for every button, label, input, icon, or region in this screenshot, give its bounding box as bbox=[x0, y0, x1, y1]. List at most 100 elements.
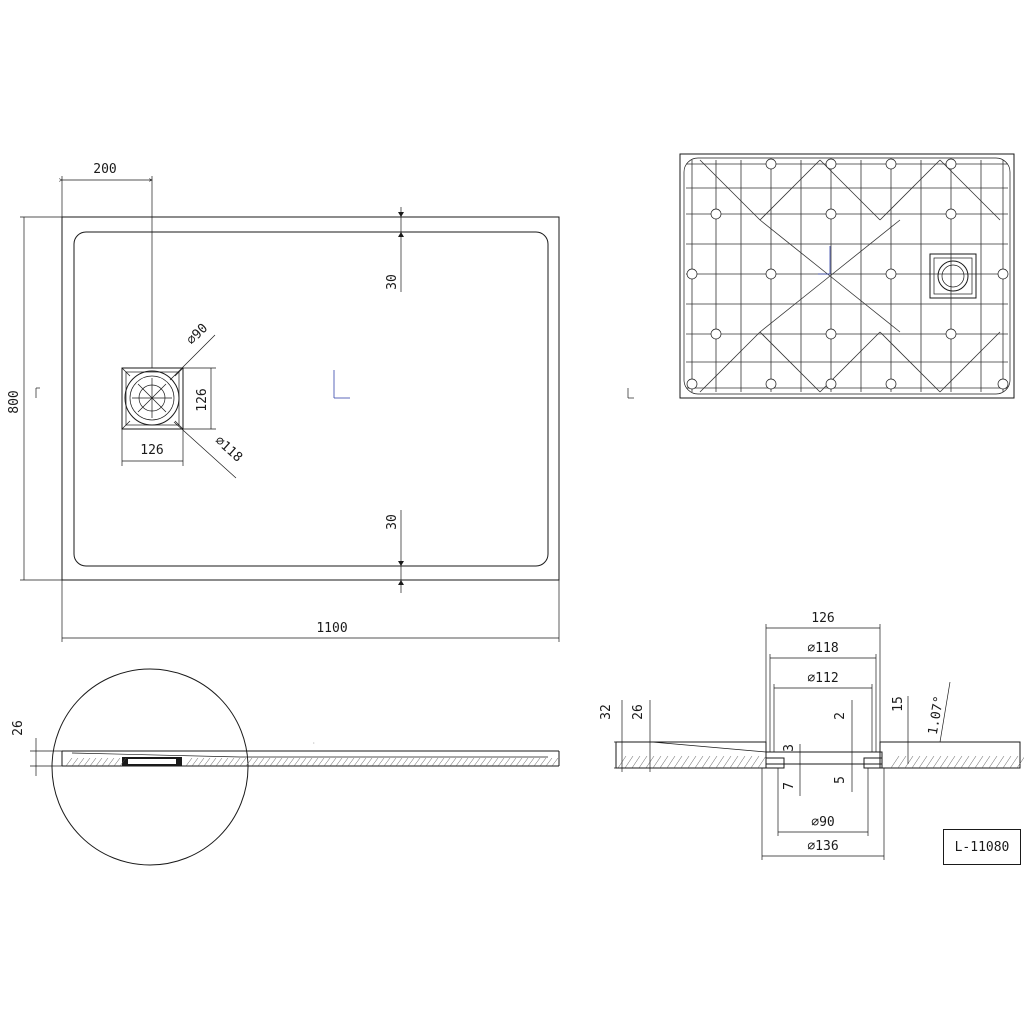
support-boss bbox=[686, 268, 698, 280]
hatch-line bbox=[215, 757, 223, 767]
hatch-line bbox=[551, 757, 559, 767]
hatch-line bbox=[395, 757, 403, 767]
hatch-line bbox=[509, 757, 517, 767]
hatch-line bbox=[65, 757, 73, 767]
hatch-line bbox=[251, 757, 259, 767]
rib-diagonal bbox=[759, 275, 831, 333]
hatch-line bbox=[485, 757, 493, 767]
hatch-line bbox=[694, 755, 704, 769]
hatch-line bbox=[107, 757, 115, 767]
hatch-line bbox=[437, 757, 445, 767]
hatch-line bbox=[245, 757, 253, 767]
dim-90-label: ∅90 bbox=[811, 815, 834, 830]
dim-overall-width: 1100 bbox=[61, 580, 560, 642]
hatch-line bbox=[708, 755, 718, 769]
hatch-line bbox=[1002, 755, 1012, 769]
hatch-line bbox=[293, 757, 301, 767]
hatch-line bbox=[545, 757, 553, 767]
rib-diagonal bbox=[699, 159, 761, 221]
dim-drain-box-width-label: 126 bbox=[140, 443, 163, 458]
tray-outline bbox=[61, 216, 560, 581]
hatch-line bbox=[946, 755, 956, 769]
hatch-line bbox=[431, 757, 439, 767]
support-boss bbox=[945, 328, 957, 340]
hatch-line bbox=[425, 757, 433, 767]
dim-side-thickness: 26 bbox=[11, 720, 62, 776]
hatch-line bbox=[652, 755, 662, 769]
detail-circle bbox=[51, 668, 249, 866]
rib-diagonal bbox=[939, 331, 1001, 393]
hatch-line bbox=[743, 755, 753, 769]
rib-diagonal bbox=[759, 159, 821, 221]
dim-drain-offset: 200 bbox=[62, 162, 152, 368]
support-boss bbox=[885, 158, 897, 170]
hatch-line bbox=[263, 757, 271, 767]
dim-3-label: 3 bbox=[782, 744, 797, 752]
hatch-line bbox=[521, 757, 529, 767]
hatch-line bbox=[673, 755, 683, 769]
hatch-line bbox=[95, 757, 103, 767]
support-boss bbox=[885, 378, 897, 390]
rib-diagonal bbox=[879, 331, 941, 393]
dim-rim-top-label: 30 bbox=[385, 274, 400, 290]
hatch-line bbox=[101, 757, 109, 767]
dim-136-label: ∅136 bbox=[807, 839, 838, 854]
hatch-line bbox=[736, 755, 746, 769]
dim-overall-depth: 800 bbox=[7, 216, 62, 581]
dim-5-label: 5 bbox=[833, 776, 848, 784]
hatch-line bbox=[197, 757, 205, 767]
hatch-line bbox=[680, 755, 690, 769]
dim-15-label: 15 bbox=[891, 696, 906, 712]
hatch-line bbox=[666, 755, 676, 769]
underside-view bbox=[627, 153, 1015, 399]
hatch-line bbox=[449, 757, 457, 767]
hatch-line bbox=[443, 757, 451, 767]
hatch-line bbox=[407, 757, 415, 767]
hatch-line bbox=[317, 757, 325, 767]
hatch-line bbox=[347, 757, 355, 767]
dim-total-height-label: 32 bbox=[599, 704, 614, 720]
dim-drain-box-height-label: 126 bbox=[195, 388, 210, 411]
hatch-line bbox=[897, 755, 907, 769]
support-boss bbox=[945, 158, 957, 170]
underside-outline bbox=[679, 153, 1015, 399]
hatch-line bbox=[389, 757, 397, 767]
hatch-line bbox=[527, 757, 535, 767]
hatch-line bbox=[515, 757, 523, 767]
rib-diagonal bbox=[939, 159, 1001, 221]
hatch-line bbox=[687, 755, 697, 769]
hatch-line bbox=[287, 757, 295, 767]
hatch-line bbox=[329, 757, 337, 767]
hatch-line bbox=[89, 757, 97, 767]
support-boss bbox=[885, 268, 897, 280]
hatch-line bbox=[631, 755, 641, 769]
hatch-line bbox=[974, 755, 984, 769]
support-boss bbox=[686, 378, 698, 390]
hatch-line bbox=[503, 757, 511, 767]
support-boss bbox=[710, 208, 722, 220]
drawing-code-box: L-11080 bbox=[943, 829, 1021, 865]
dim-inner-height-label: 26 bbox=[631, 704, 646, 720]
hatch-line bbox=[715, 755, 725, 769]
hatch-line bbox=[539, 757, 547, 767]
hatch-line bbox=[533, 757, 541, 767]
support-boss bbox=[710, 328, 722, 340]
hatch-line bbox=[335, 757, 343, 767]
hatch-line bbox=[353, 757, 361, 767]
hatch-line bbox=[77, 757, 85, 767]
hatch-line bbox=[467, 757, 475, 767]
section-view: 126 ∅118 ∅112 ∅90 ∅136 32 26 3 7 2 5 bbox=[599, 611, 1024, 860]
hatch-line bbox=[479, 757, 487, 767]
dim-drain-box-width: 126 bbox=[121, 429, 184, 466]
side-view: 26 · bbox=[11, 668, 560, 866]
support-boss bbox=[997, 268, 1009, 280]
hatch-line bbox=[221, 757, 229, 767]
rib-diagonal bbox=[759, 219, 831, 277]
support-boss bbox=[825, 208, 837, 220]
hatch-line bbox=[624, 755, 634, 769]
dim-drain-outer-dia: ∅118 bbox=[173, 421, 245, 479]
hatch-line bbox=[757, 755, 767, 769]
hatch-line bbox=[413, 757, 421, 767]
dim-112-label: ∅112 bbox=[807, 671, 838, 686]
dim-drain-offset-label: 200 bbox=[93, 162, 116, 177]
